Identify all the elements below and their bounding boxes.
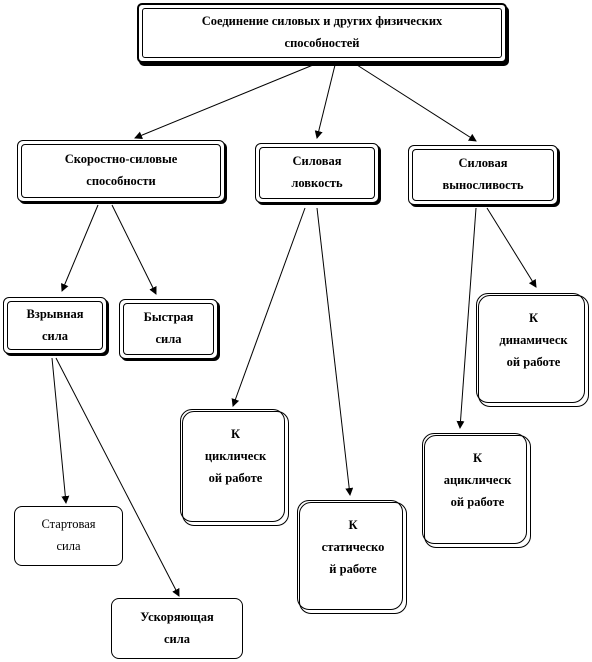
node-dynamic-line3: ой работе bbox=[506, 354, 561, 369]
node-cyclic-line1: К bbox=[230, 427, 241, 441]
node-acyclic-line3: ой работе bbox=[450, 494, 505, 509]
node-acyclic-work: К ациклическ ой работе bbox=[422, 433, 531, 548]
node-strength-agility: Силовая ловкость bbox=[255, 143, 379, 203]
node-dynamic-line1: К bbox=[528, 311, 539, 325]
node-static-work: К статическо й работе bbox=[297, 500, 407, 614]
node-strength-agility-line1: Силовая bbox=[292, 154, 342, 169]
arrow-strength-endurance-to-acyclic bbox=[456, 207, 477, 429]
arrow-explosive-to-accelerating bbox=[55, 357, 180, 597]
arrow-explosive-to-starting bbox=[51, 357, 70, 504]
arrow-root-to-strength-agility bbox=[314, 64, 336, 139]
node-cyclic-line3: ой работе bbox=[208, 470, 263, 485]
arrow-strength-agility-to-static bbox=[316, 207, 354, 496]
node-acyclic-line2: ациклическ bbox=[443, 472, 512, 487]
node-explosive-strength: Взрывная сила bbox=[3, 297, 107, 354]
node-dynamic-line2: динамическ bbox=[499, 332, 568, 347]
node-root-line1: Соединение силовых и других физических bbox=[201, 14, 443, 29]
node-speed-strength-line2: способности bbox=[86, 174, 156, 188]
node-accelerating-line2: сила bbox=[163, 631, 190, 646]
node-speed-strength: Скоростно-силовые способности bbox=[17, 140, 225, 202]
node-explosive-line1: Взрывная bbox=[26, 306, 84, 321]
node-starting-strength: Стартовая сила bbox=[14, 506, 123, 566]
node-fast-strength: Быстрая сила bbox=[119, 299, 218, 359]
node-strength-agility-line2: ловкость bbox=[291, 176, 343, 190]
node-acyclic-line1: К bbox=[472, 451, 483, 465]
node-static-line1: К bbox=[348, 518, 358, 532]
arrow-root-to-strength-endurance bbox=[356, 64, 477, 142]
node-cyclic-work: К циклическ ой работе bbox=[180, 409, 289, 526]
arrow-root-to-speed-strength bbox=[134, 64, 314, 140]
arrow-speed-strength-to-explosive bbox=[61, 204, 99, 292]
node-dynamic-work: К динамическ ой работе bbox=[476, 293, 589, 407]
node-explosive-line2: сила bbox=[41, 328, 68, 343]
arrow-strength-agility-to-cyclic bbox=[231, 207, 306, 407]
node-static-line2: статическо bbox=[321, 539, 385, 554]
arrow-speed-strength-to-fast bbox=[111, 204, 157, 295]
node-root: Соединение силовых и других физических с… bbox=[137, 3, 507, 63]
node-strength-endurance-line2: выносливость bbox=[442, 178, 524, 192]
node-fast-line2: сила bbox=[155, 332, 182, 346]
node-accelerating-strength: Ускоряющая сила bbox=[111, 598, 243, 659]
node-strength-endurance-line1: Силовая bbox=[458, 156, 508, 171]
node-strength-endurance: Силовая выносливость bbox=[408, 145, 558, 205]
node-fast-line1: Быстрая bbox=[143, 310, 194, 325]
node-starting-line2: сила bbox=[56, 539, 81, 553]
node-cyclic-line2: циклическ bbox=[204, 448, 267, 463]
node-static-line3: й работе bbox=[329, 561, 377, 576]
arrow-strength-endurance-to-dynamic bbox=[486, 207, 537, 288]
node-accelerating-line1: Ускоряющая bbox=[140, 609, 214, 624]
node-starting-line1: Стартовая bbox=[41, 517, 96, 532]
node-root-line2: способностей bbox=[284, 36, 360, 50]
node-speed-strength-line1: Скоростно-силовые bbox=[64, 152, 178, 167]
